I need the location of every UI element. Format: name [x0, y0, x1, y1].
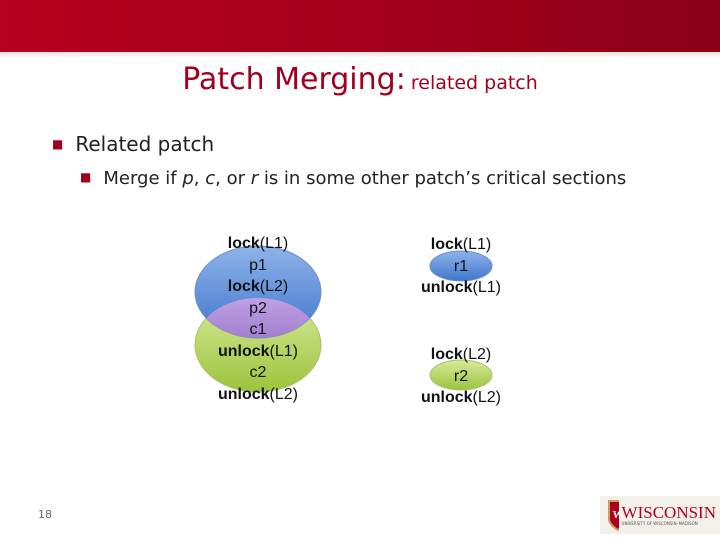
code-line: p2	[198, 298, 318, 320]
code-line: unlock(L2)	[198, 384, 318, 406]
svg-text:W: W	[613, 509, 619, 521]
code-line: unlock(L1)	[198, 341, 318, 363]
code-arg: (L2)	[259, 278, 289, 295]
code-line: unlock(L2)	[401, 387, 521, 409]
code-line: r1	[401, 256, 521, 278]
keyword: lock	[430, 346, 463, 363]
code-arg: p2	[249, 299, 267, 317]
code-arg: p1	[249, 256, 267, 274]
code-line: lock(L1)	[401, 234, 521, 256]
header-band	[0, 0, 720, 52]
keyword: unlock	[217, 342, 270, 360]
bullet-icon: ■	[80, 170, 92, 184]
code-arg: c2	[249, 364, 267, 381]
code-line: lock(L2)	[401, 344, 521, 366]
r1-ellipse	[429, 250, 493, 282]
code-arg: r2	[453, 367, 469, 385]
t: c	[205, 168, 216, 189]
keyword: unlock	[420, 279, 473, 296]
code-arg: (L1)	[269, 342, 298, 360]
logo-name: WISCONSIN	[621, 503, 716, 522]
title-main: Patch Merging:	[182, 62, 406, 97]
code-arg: (L1)	[462, 236, 492, 253]
t: is in some other patch’s critical sectio…	[258, 168, 627, 189]
code-line: c1	[198, 319, 318, 341]
code-arg: r1	[453, 257, 469, 275]
code-arg: (L1)	[472, 279, 501, 296]
t: ,	[193, 168, 206, 189]
overlap-region	[195, 298, 321, 338]
bullet-1-text: Related patch	[75, 132, 215, 156]
title-sub: related patch	[410, 72, 538, 94]
t: r	[250, 168, 259, 189]
t: , or	[215, 168, 251, 189]
code-arg: (L2)	[472, 389, 501, 406]
code-arg: (L1)	[259, 235, 289, 252]
page-number: 18	[38, 508, 52, 521]
slide-title: Patch Merging: related patch	[0, 62, 720, 97]
keyword: unlock	[420, 389, 473, 406]
t: p	[182, 168, 194, 189]
bullet-icon: ■	[52, 137, 64, 151]
bullet-2: ■ Merge if p, c, or r is in some other pa…	[80, 168, 626, 189]
bullet-1: ■ Related patch	[52, 132, 214, 156]
crest-icon: W	[608, 500, 619, 532]
t: Merge if	[103, 168, 183, 189]
keyword: lock	[430, 236, 463, 253]
header-shadow	[0, 52, 720, 58]
code-arg: c1	[249, 321, 267, 338]
keyword: unlock	[217, 385, 270, 403]
code-line: p1	[198, 255, 318, 277]
r2-ellipse	[429, 359, 493, 391]
code-line: lock(L1)	[198, 233, 318, 255]
code-line: lock(L2)	[198, 276, 318, 298]
code-line: unlock(L1)	[401, 277, 521, 299]
keyword: lock	[227, 235, 260, 252]
keyword: lock	[227, 278, 260, 295]
logo-tagline: UNIVERSITY OF WISCONSIN–MADISON	[621, 521, 698, 526]
code-line: c2	[198, 362, 318, 384]
code-arg: (L2)	[269, 385, 298, 403]
code-line: r2	[401, 366, 521, 388]
code-arg: (L2)	[462, 346, 492, 363]
